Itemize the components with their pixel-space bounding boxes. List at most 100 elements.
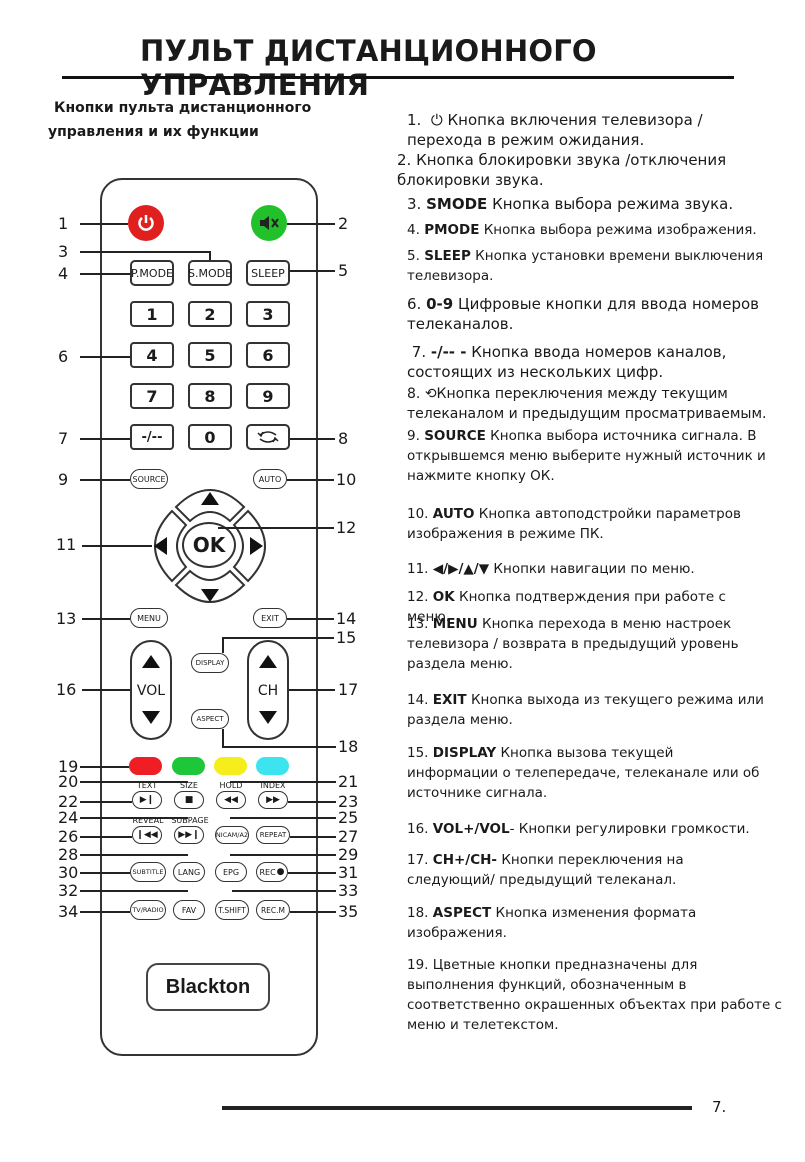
- callout-27: 27: [338, 827, 359, 846]
- callout-12: 12: [336, 518, 357, 537]
- remote-control: [100, 178, 318, 1056]
- desc-14: 14. EXIT Кнопка выхода из текущего режим…: [407, 692, 764, 728]
- callout-4: 4: [58, 264, 69, 283]
- size-label: SIZE: [180, 781, 198, 790]
- nav-cluster: [154, 489, 266, 603]
- callout-8: 8: [338, 429, 349, 448]
- leader-line: [80, 273, 130, 275]
- desc-19: 19. Цветные кнопки предназначены для вып…: [407, 957, 782, 1033]
- digit-3-button: 3: [246, 301, 290, 327]
- callout-31: 31: [338, 863, 359, 882]
- callout-14: 14: [336, 609, 357, 628]
- vol-label: VOL: [136, 683, 166, 699]
- leader-line: [230, 854, 336, 856]
- callout-11: 11: [56, 535, 77, 554]
- leader-line: [209, 251, 211, 260]
- callout-20: 20: [58, 772, 79, 791]
- page-number: 7.: [712, 1098, 727, 1116]
- rec-label: REC: [259, 867, 276, 877]
- leader-line: [82, 545, 152, 547]
- subtitle-line-2: управления и их функции: [48, 124, 259, 140]
- leader-line: [80, 356, 130, 358]
- leader-line: [80, 854, 188, 856]
- brand-logo: Blackton: [146, 963, 270, 1011]
- callout-35: 35: [338, 902, 359, 921]
- leader-line: [218, 527, 334, 529]
- leader-line: [287, 223, 335, 225]
- leader-line: [287, 618, 334, 620]
- display-button: DISPLAY: [191, 653, 229, 673]
- fast-forward-icon: ▶▶: [266, 795, 280, 805]
- leader-line: [288, 872, 336, 874]
- menu-button: MENU: [130, 608, 168, 628]
- callout-1: 1: [58, 214, 69, 233]
- ch-down-arrow: [259, 711, 277, 724]
- epg-button: EPG: [215, 862, 247, 882]
- power-symbol-icon: ⏻: [430, 111, 443, 129]
- callout-28: 28: [58, 845, 79, 864]
- leader-line: [80, 781, 188, 783]
- callout-24: 24: [58, 808, 79, 827]
- leader-line: [80, 890, 188, 892]
- desc-16: 16. VOL+/VOL- Кнопки регулировки громкос…: [407, 821, 750, 837]
- leader-line: [230, 781, 336, 783]
- leader-line: [80, 817, 188, 819]
- vol-up-arrow: [142, 655, 160, 668]
- digit-2-button: 2: [188, 301, 232, 327]
- rewind-icon: ◀◀: [224, 795, 238, 805]
- leader-line: [80, 872, 130, 874]
- fast-forward-button: ▶▶: [258, 791, 288, 809]
- rec-button: REC●: [256, 862, 288, 882]
- fav-button: FAV: [173, 900, 205, 920]
- digit-7-button: 7: [130, 383, 174, 409]
- lang-button: LANG: [173, 862, 205, 882]
- smode-button: S.MODE: [188, 260, 232, 286]
- nav-left-arrow: [154, 537, 167, 555]
- desc-5: 5. SLEEP Кнопка установки времени выключ…: [407, 248, 764, 284]
- red-button: [129, 757, 162, 775]
- leader-line: [222, 729, 224, 746]
- stop-button: ■: [174, 791, 204, 809]
- yellow-button: [214, 757, 247, 775]
- desc-11: 11. ◀/▶/▲/▼ Кнопки навигации по меню.: [407, 561, 695, 577]
- callout-29: 29: [338, 845, 359, 864]
- nav-right-arrow: [250, 537, 263, 555]
- desc-4: 4. PMODE Кнопка выбора режима изображени…: [407, 222, 757, 238]
- callout-17: 17: [338, 680, 359, 699]
- callout-34: 34: [58, 902, 79, 921]
- desc-1: 1. ⏻ Кнопка включения телевизора / перех…: [407, 111, 703, 149]
- subtitle-line-1: Кнопки пульта дистанционного: [54, 100, 312, 116]
- desc-10: 10. AUTO Кнопка автоподстройки параметро…: [407, 506, 741, 542]
- desc-7: 7. -/-- - Кнопка ввода номеров каналов, …: [407, 343, 727, 381]
- callout-33: 33: [338, 881, 359, 900]
- recall-symbol-icon: ⟲: [424, 386, 437, 402]
- subtitle-button: SUBTITLE: [130, 862, 166, 882]
- desc-17: 17. CH+/CH- Кнопки переключения на следу…: [407, 852, 684, 888]
- ch-up-arrow: [259, 655, 277, 668]
- mute-button: [251, 205, 287, 241]
- rec-dot-icon: ●: [276, 867, 285, 877]
- desc-13: 13. MENU Кнопка перехода в меню настроек…: [407, 616, 739, 672]
- desc-3: 3. SMODE Кнопка выбора режима звука.: [407, 195, 734, 213]
- digit-4-button: 4: [130, 342, 174, 368]
- play-pause-icon: ▶❙: [139, 795, 155, 805]
- leader-line: [80, 223, 128, 225]
- callout-9: 9: [58, 470, 69, 489]
- desc-2: 2. Кнопка блокировки звука /отключения б…: [397, 151, 727, 189]
- footer-rule: [222, 1106, 692, 1110]
- callout-32: 32: [58, 881, 79, 900]
- digit-1-button: 1: [130, 301, 174, 327]
- callout-18: 18: [338, 737, 359, 756]
- callout-3: 3: [58, 242, 69, 261]
- reveal-label: REVEAL: [132, 816, 164, 825]
- leader-line: [290, 911, 336, 913]
- callout-2: 2: [338, 214, 349, 233]
- power-icon: [138, 215, 154, 231]
- leader-line: [287, 479, 334, 481]
- callout-7: 7: [58, 429, 69, 448]
- play-pause-button: ▶❙: [132, 791, 162, 809]
- callout-6: 6: [58, 347, 69, 366]
- source-button: SOURCE: [130, 469, 168, 489]
- leader-line: [80, 801, 132, 803]
- aspect-button: ASPECT: [191, 709, 229, 729]
